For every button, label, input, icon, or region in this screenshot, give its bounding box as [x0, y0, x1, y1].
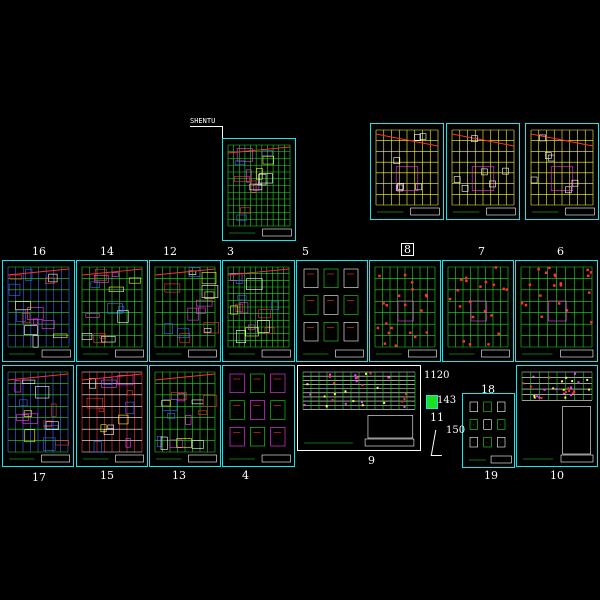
sheet-drawing: [227, 266, 291, 358]
sheet-number-3: 3: [227, 245, 234, 258]
sheet-number-7: 7: [478, 245, 485, 258]
sheet-drawing: [530, 129, 595, 216]
section-detail-small: [430, 430, 447, 456]
sheet-number-12: 12: [163, 245, 177, 258]
drawing-sheet-6[interactable]: [515, 260, 598, 362]
sheet-drawing: [154, 371, 218, 463]
sheet-drawing: [154, 266, 219, 358]
drawing-sheet-5[interactable]: [296, 260, 368, 362]
sheet-drawing: [7, 266, 71, 358]
sheet-drawing: [303, 268, 364, 358]
sheet-drawing: [81, 266, 144, 358]
drawing-sheet-17[interactable]: [2, 365, 74, 467]
callout-leader: [190, 126, 223, 127]
drawing-sheet-top-right-1[interactable]: [370, 123, 444, 220]
drawing-sheet-10[interactable]: [516, 365, 598, 467]
sheet-number-8: 8: [401, 243, 414, 256]
drawing-sheet-8[interactable]: [369, 260, 441, 362]
drawing-sheet-16[interactable]: [2, 260, 75, 362]
sheet-drawing: [469, 401, 512, 464]
drawing-sheet-13[interactable]: [149, 365, 221, 467]
drawing-sheet-19[interactable]: [462, 393, 515, 468]
sheet-number-18: 18: [481, 383, 495, 396]
sheet-drawing: [7, 371, 70, 463]
sheet-number-10: 10: [550, 469, 564, 482]
shentu-label: SHENTU: [190, 117, 216, 125]
sheet-number-4: 4: [242, 469, 249, 482]
sheet-drawing: [451, 129, 516, 216]
drawing-sheet-top[interactable]: [222, 138, 296, 241]
sheet-drawing: [374, 266, 437, 358]
scale-label-1120: 1120: [424, 370, 450, 381]
sheet-drawing: [447, 266, 510, 358]
sheet-number-19: 19: [484, 469, 498, 482]
drawing-sheet-3[interactable]: [222, 260, 295, 362]
scale-label-143: 143: [437, 395, 457, 406]
sheet-drawing: [229, 373, 291, 463]
sheet-drawing: [227, 144, 292, 237]
sheet-number-6: 6: [557, 245, 564, 258]
drawing-sheet-15[interactable]: [76, 365, 148, 467]
sheet-number-14: 14: [100, 245, 114, 258]
drawing-sheet-12[interactable]: [149, 260, 221, 362]
sheet-number-11: 11: [430, 411, 444, 424]
drawing-sheet-top-right-2[interactable]: [446, 123, 520, 220]
sheet-drawing: [81, 371, 144, 463]
sheet-number-15: 15: [100, 469, 114, 482]
sheet-11-block[interactable]: [426, 395, 438, 409]
drawing-sheet-top-right-3[interactable]: [525, 123, 599, 220]
scale-label-150: 150: [446, 425, 466, 436]
sheet-drawing: [375, 129, 440, 216]
sheet-drawing: [521, 371, 594, 463]
sheet-number-13: 13: [172, 469, 186, 482]
sheet-drawing: [302, 371, 416, 447]
drawing-sheet-4[interactable]: [222, 365, 295, 467]
sheet-number-9: 9: [368, 454, 375, 467]
sheet-number-17: 17: [32, 471, 46, 484]
drawing-sheet-14[interactable]: [76, 260, 148, 362]
callout-leader-vertical: [222, 126, 223, 138]
drawing-sheet-7[interactable]: [442, 260, 514, 362]
drawing-sheet-9[interactable]: [297, 365, 421, 451]
sheet-number-16: 16: [32, 245, 46, 258]
sheet-number-5: 5: [302, 245, 309, 258]
sheet-drawing: [520, 266, 594, 358]
